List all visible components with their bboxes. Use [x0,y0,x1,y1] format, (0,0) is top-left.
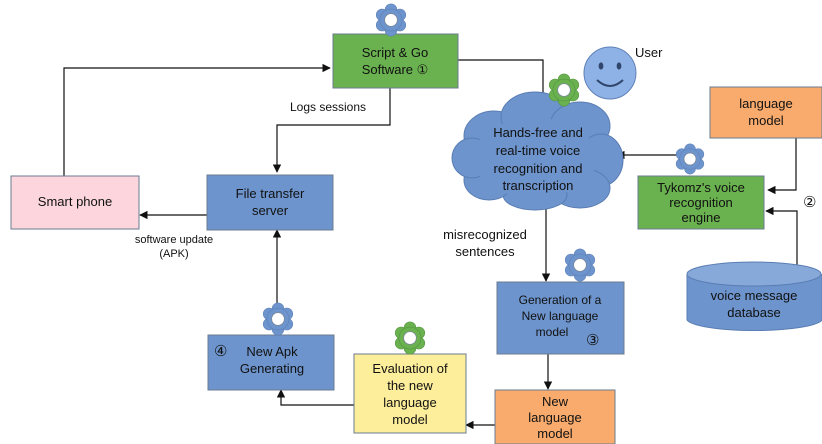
new-lm-line2: language [528,410,582,425]
tykomz-line2: recognition [669,195,733,210]
gear-icon [394,321,426,355]
generation-num: ③ [586,332,599,349]
edge-db-to-engine [765,206,798,265]
script-go-box [332,33,459,89]
generation-line3: model [536,325,569,339]
edge-evaluation-to-apk [276,389,354,406]
misrecognized-line2: sentences [455,244,515,259]
gear-icon [564,248,596,282]
cloud-line3: recognition and [494,161,583,176]
cloud-line1: Hands-free and [493,125,583,140]
new-apk-num: ④ [214,343,227,360]
file-transfer-box [206,174,334,231]
language-model-line2: model [748,113,784,128]
logs-sessions-label: Logs sessions [290,100,366,114]
node-voice-db: voice message database [686,261,822,332]
node-tykomz-engine: Tykomz's voice recognition engine [637,175,765,230]
language-model-line1: language [739,96,793,111]
new-apk-line1: New Apk [246,344,298,359]
generation-box [496,281,625,355]
node-new-apk: ④ New Apk Generating [207,334,335,391]
language-model-box [709,86,822,139]
new-apk-box [207,334,335,391]
gear-icon [262,302,294,336]
generation-line1: Generation of a [519,293,602,307]
smart-phone-box [10,175,140,230]
node-cloud: Hands-free and real-time voice recogniti… [451,91,624,211]
evaluation-line4: model [392,412,428,427]
new-lm-box [494,389,616,444]
tykomz-box [637,175,765,230]
gear-icon [675,143,705,175]
node-evaluation: Evaluation of the new language model [353,353,467,434]
script-go-line1: Script & Go [362,45,428,60]
generation-line2: New language [522,309,599,323]
new-lm-line1: New [542,394,569,409]
edge-langmodel-to-engine [767,138,797,195]
node-file-transfer: File transfer server [206,174,334,231]
new-lm-line3: model [537,426,573,441]
evaluation-line2: the new [387,378,433,393]
user-smiley-icon [583,46,637,100]
cloud-line4: transcription [503,178,574,193]
db-cylinder-body [686,274,822,332]
smart-phone-label: Smart phone [38,194,112,209]
file-transfer-line1: File transfer [236,186,305,201]
script-go-line2: Software ① [362,62,429,77]
gear-icon [375,3,407,37]
node-script-go: Script & Go Software ① [332,33,459,89]
evaluation-line1: Evaluation of [372,361,448,376]
node-generation: Generation of a New language model ③ [496,281,625,355]
misrecognized-line1: misrecognized [443,227,527,242]
edge-script-to-cloud [458,59,548,107]
node-language-model: language model [709,86,822,139]
db-line2: database [727,305,781,320]
user-label: User [635,45,663,60]
edge-script-to-fileserver [272,88,391,173]
node-new-language-model: New language model [494,389,616,444]
node-smart-phone: Smart phone [10,175,140,230]
file-transfer-line2: server [252,203,289,218]
evaluation-line3: language [383,395,437,410]
tykomz-line3: engine [681,210,720,225]
edge-phone-to-script [63,63,331,176]
cloud-line2: real-time voice [496,143,581,158]
software-update-line1: software update [135,234,213,246]
tykomz-line1: Tykomz's voice [657,180,745,195]
circle-two-label: ② [803,194,816,211]
db-cylinder-top [686,261,822,287]
evaluation-box [353,353,467,434]
new-apk-line2: Generating [240,361,304,376]
db-line1: voice message [711,288,798,303]
software-update-line2: (APK) [159,248,188,260]
